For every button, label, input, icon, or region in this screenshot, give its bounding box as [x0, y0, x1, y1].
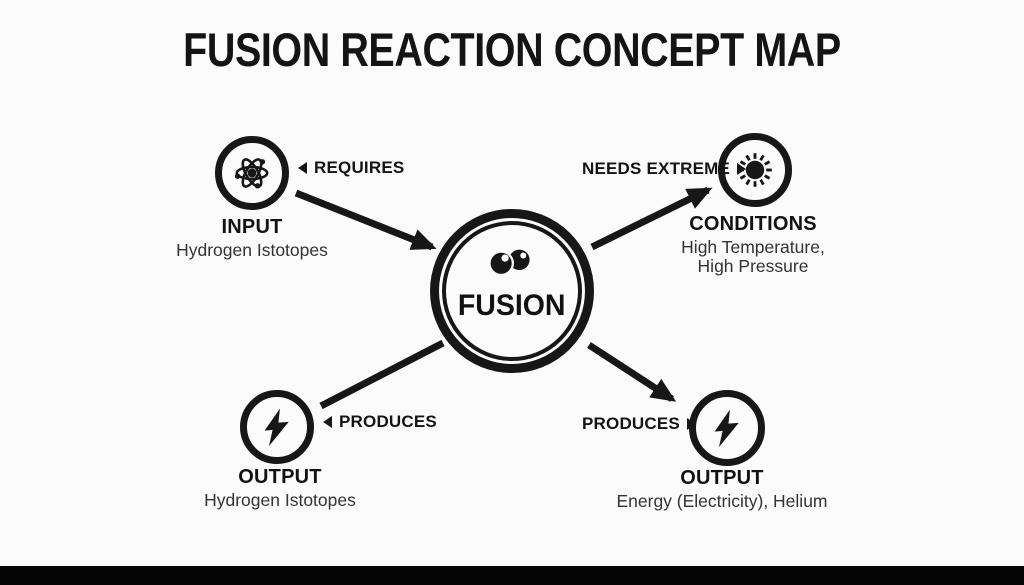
output-right-heading: OUTPUT [680, 467, 764, 489]
edge-requires-text: REQUIRES [314, 158, 405, 177]
input-subtext: Hydrogen Istotopes [176, 240, 328, 260]
edge-label-produces-left: PRODUCES [323, 412, 437, 432]
fusion-node-circle: FUSION [430, 209, 594, 373]
edge-produces-right-text: PRODUCES [582, 414, 680, 433]
fusion-inner-ring [442, 221, 582, 361]
output-left-subtext: Hydrogen Istotopes [204, 490, 356, 510]
edge-produces-left-line [319, 339, 445, 410]
input-node-circle [215, 136, 289, 210]
edge-label-produces-right: PRODUCES [582, 414, 696, 434]
conditions-node-text: CONDITIONS High Temperature, High Pressu… [623, 213, 883, 276]
conditions-heading: CONDITIONS [689, 213, 817, 235]
output-left-node-circle [240, 390, 314, 464]
conditions-subtext-line1: High Temperature, [681, 237, 825, 257]
edge-needs-extreme-text: NEEDS EXTREME [582, 159, 731, 178]
fusing-nuclei-icon [486, 247, 538, 282]
output-left-node-text: OUTPUT Hydrogen Istotopes [150, 466, 410, 510]
lightning-icon [705, 406, 749, 450]
edge-produces-right-arrow [587, 342, 677, 402]
edge-produces-left-text: PRODUCES [339, 412, 437, 431]
conditions-subtext-line2: High Pressure [697, 256, 809, 276]
triangle-left-icon [298, 162, 307, 174]
lightning-icon [255, 405, 299, 449]
output-right-node-circle [689, 390, 765, 466]
edge-label-requires: REQUIRES [298, 158, 404, 178]
input-node-text: INPUT Hydrogen Istotopes [122, 216, 382, 260]
edge-requires-arrow [294, 189, 437, 251]
output-left-heading: OUTPUT [238, 466, 322, 488]
fusion-label: FUSION [458, 289, 566, 322]
conditions-subtext: High Temperature, High Pressure [623, 238, 883, 276]
triangle-right-icon [686, 418, 696, 430]
output-right-node-text: OUTPUT Energy (Electricity), Helium [592, 467, 852, 511]
letterbox-bar [0, 566, 1024, 585]
conditions-node-circle [718, 133, 792, 207]
edge-needs-extreme-arrow [590, 186, 713, 251]
output-right-subtext: Energy (Electricity), Helium [616, 491, 828, 511]
input-heading: INPUT [221, 216, 283, 238]
edge-label-needs-extreme: NEEDS EXTREME [582, 159, 747, 179]
triangle-left-icon [323, 416, 332, 428]
atom-icon [228, 149, 276, 197]
page-title: FUSION REACTION CONCEPT MAP [183, 23, 841, 76]
triangle-right-icon [737, 163, 747, 175]
